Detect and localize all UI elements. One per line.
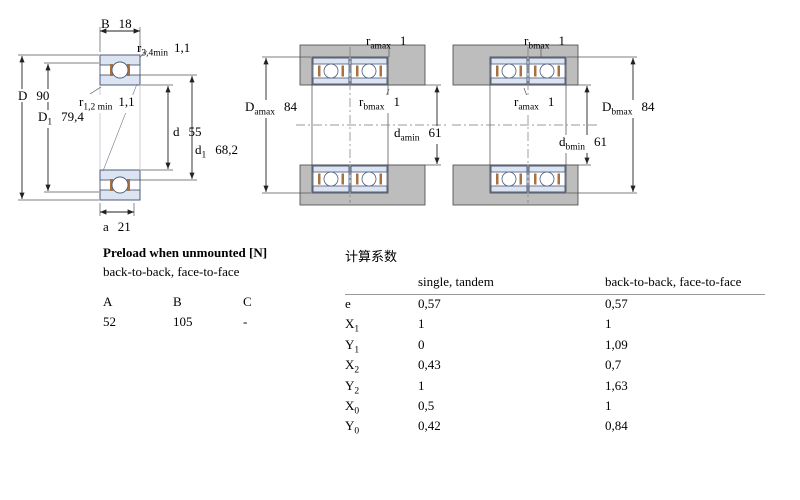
factor-value-single: 0	[418, 336, 425, 352]
preload-value-row: 52 105 -	[103, 314, 348, 330]
preload-value-c: -	[243, 314, 248, 329]
preload-value-b: 105	[173, 314, 193, 329]
factor-label: X2	[345, 357, 360, 376]
factor-value-paired: 0,84	[605, 418, 628, 434]
factor-value-single: 0,43	[418, 357, 441, 373]
factor-value-paired: 0,57	[605, 296, 628, 311]
factor-label: Y0	[345, 418, 360, 437]
centerlines	[296, 47, 598, 203]
factors-row-y2: Y2 1 1,63	[345, 377, 765, 399]
preload-value-a: 52	[103, 314, 116, 329]
factors-rows: e 0,57 0,57 X1 1 1 Y1 0 1,09 X2 0,43 0,7…	[345, 296, 765, 440]
preload-table: Preload when unmounted [N] back-to-back,…	[103, 245, 348, 330]
factors-row-x2: X2 0,43 0,7	[345, 357, 765, 378]
factor-value-paired: 1	[605, 316, 612, 332]
factor-value-paired: 1,63	[605, 377, 628, 393]
factors-row-e: e 0,57 0,57	[345, 296, 765, 317]
factor-value-single: 0,5	[418, 397, 435, 413]
calculation-factors-table: 计算系数 single, tandem back-to-back, face-t…	[345, 246, 765, 440]
bearing-cross-section	[99, 54, 141, 201]
left-dimension-lines	[19, 28, 195, 215]
preload-title: Preload when unmounted [N]	[103, 245, 268, 260]
factors-row-x1: X1 1 1	[345, 316, 765, 337]
factor-value-single: 0,42	[418, 418, 441, 434]
factor-value-single: 1	[418, 377, 425, 393]
factors-row-y1: Y1 0 1,09	[345, 336, 765, 358]
factors-row-x0: X0 0,5 1	[345, 397, 765, 419]
factor-value-paired: 1,09	[605, 336, 628, 352]
factor-value-paired: 0,7	[605, 357, 622, 373]
factors-col1-header: single, tandem	[418, 274, 494, 289]
preload-subtitle: back-to-back, face-to-face	[103, 264, 240, 279]
preload-col-a: A	[103, 294, 113, 309]
factors-col2-header: back-to-back, face-to-face	[605, 274, 742, 289]
factors-row-y0: Y0 0,42 0,84	[345, 418, 765, 439]
factor-label: e	[345, 296, 351, 311]
factor-label: X0	[345, 397, 360, 417]
factor-label: X1	[345, 316, 360, 335]
factor-label: Y1	[345, 336, 360, 356]
factor-label: Y2	[345, 377, 360, 397]
factor-value-paired: 1	[605, 397, 612, 413]
preload-header-row: A B C	[103, 294, 348, 310]
arrangement-dimension-extension-lines	[262, 46, 637, 194]
factor-value-single: 0,57	[418, 296, 441, 311]
factor-value-single: 1	[418, 316, 425, 332]
factors-title: 计算系数	[345, 249, 398, 264]
preload-col-c: C	[243, 294, 252, 309]
factors-header-spacer	[345, 274, 418, 290]
factors-header-row: single, tandem back-to-back, face-to-fac…	[345, 274, 765, 295]
preload-col-b: B	[173, 294, 182, 309]
